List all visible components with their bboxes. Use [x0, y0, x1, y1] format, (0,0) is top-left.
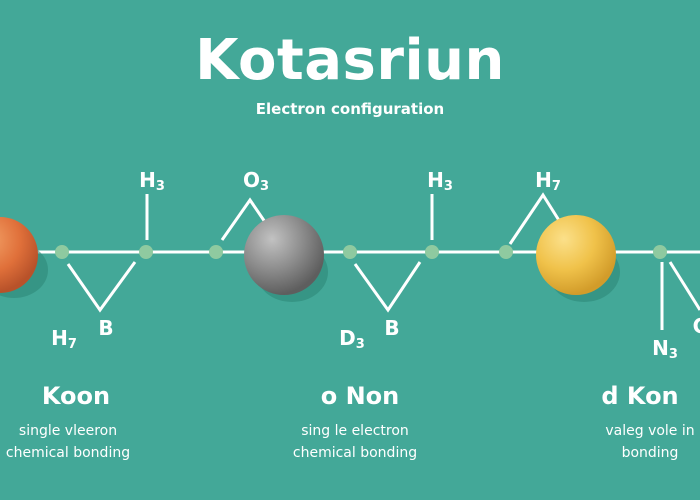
junction-node	[55, 245, 69, 259]
group-desc-3: valeg vole in bonding	[605, 423, 695, 461]
bond-c-edge	[668, 261, 700, 311]
junction-node	[499, 245, 513, 259]
label-b-mid: B	[384, 316, 400, 340]
junction-node	[343, 245, 357, 259]
label-h7-top: H7	[535, 168, 561, 194]
label-o3: O3	[242, 168, 270, 194]
group-desc-1: single vleeron chemical bonding	[5, 423, 131, 461]
atom-gray	[244, 215, 324, 295]
bond-triangle-b-left	[66, 261, 137, 313]
label-b-left: B	[98, 316, 114, 340]
label-d3: D3	[339, 326, 365, 352]
junction-node	[653, 245, 667, 259]
label-c-edge: C	[693, 314, 700, 338]
atom-yellow	[536, 215, 616, 295]
junction-node	[209, 245, 223, 259]
diagram-subtitle: Electron configuration	[255, 100, 445, 118]
label-h7-left: H7	[51, 326, 77, 352]
group-desc-2: sing le electron chemical bonding	[292, 423, 418, 461]
atom-orange	[0, 217, 38, 293]
group-name-2: o Non	[320, 382, 400, 410]
group-name-1: Koon	[41, 382, 111, 410]
label-h3-left: H3	[139, 168, 165, 194]
junction-node	[139, 245, 153, 259]
bond-triangle-h7	[508, 192, 562, 245]
diagram-title: Kotasriun	[195, 28, 505, 93]
group-name-3: d Kon	[601, 382, 679, 410]
label-h3-mid: H3	[427, 168, 453, 194]
bond-triangle-b-mid	[353, 261, 422, 313]
label-n3: N3	[652, 336, 678, 362]
junction-node	[425, 245, 439, 259]
bond-triangle-o3	[220, 197, 267, 241]
